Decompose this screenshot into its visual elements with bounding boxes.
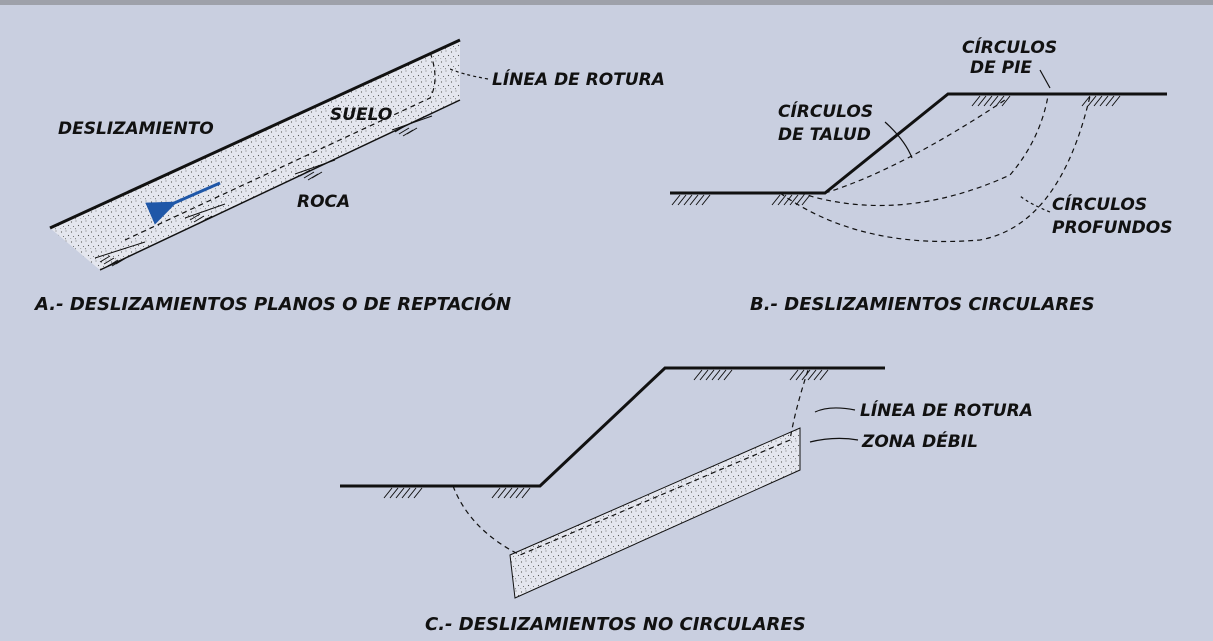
label-toe-2: DE PIE <box>970 58 1032 78</box>
panel-b: CÍRCULOS DE PIE CÍRCULOS DE TALUD CÍRCUL… <box>670 36 1172 315</box>
weak-zone <box>509 427 801 599</box>
toe-circle <box>799 95 1049 207</box>
rock-hatch-a <box>94 115 433 267</box>
caption-a: A.- DESLIZAMIENTOS PLANOS O DE REPTACIÓN <box>33 293 511 315</box>
leader-weak <box>809 437 859 443</box>
slope-profile-b <box>670 92 1167 195</box>
leader-failure-c <box>814 407 856 413</box>
ground-hatch-c <box>383 369 829 499</box>
deep-circle <box>779 95 1091 243</box>
caption-b: B.- DESLIZAMIENTOS CIRCULARES <box>750 294 1095 315</box>
caption-c: C.- DESLIZAMIENTOS NO CIRCULARES <box>425 614 806 635</box>
failure-leader-a <box>447 67 489 80</box>
rock-boundary-a <box>99 99 461 271</box>
ground-hatch-b <box>671 95 1121 206</box>
label-slide: DESLIZAMIENTO <box>58 119 214 139</box>
failure-plane-a <box>124 51 436 241</box>
panel-a: DESLIZAMIENTO SUELO ROCA LÍNEA DE ROTURA… <box>33 38 665 315</box>
label-toe-1: CÍRCULOS <box>962 36 1057 58</box>
label-rock: ROCA <box>297 192 350 212</box>
failure-surface-c <box>452 369 809 556</box>
label-slope-2: DE TALUD <box>778 125 871 145</box>
top-border <box>0 0 1213 5</box>
leader-toe <box>1039 69 1051 89</box>
panel-c: LÍNEA DE ROTURA ZONA DÉBIL C.- DESLIZAMI… <box>340 366 1033 635</box>
leader-deep <box>1019 195 1051 213</box>
label-deep-2: PROFUNDOS <box>1052 218 1172 238</box>
slope-profile-c <box>340 366 885 488</box>
label-soil: SUELO <box>330 105 392 125</box>
label-deep-1: CÍRCULOS <box>1052 193 1147 215</box>
label-failure-a: LÍNEA DE ROTURA <box>492 68 665 90</box>
soil-layer-a <box>50 40 460 270</box>
movement-arrow <box>145 181 221 225</box>
leader-slope <box>884 121 913 159</box>
label-failure-c: LÍNEA DE ROTURA <box>860 399 1033 421</box>
slope-circle <box>824 97 1009 194</box>
label-slope-1: CÍRCULOS <box>778 100 873 122</box>
ground-surface-a <box>49 38 461 230</box>
label-weak: ZONA DÉBIL <box>861 430 978 452</box>
